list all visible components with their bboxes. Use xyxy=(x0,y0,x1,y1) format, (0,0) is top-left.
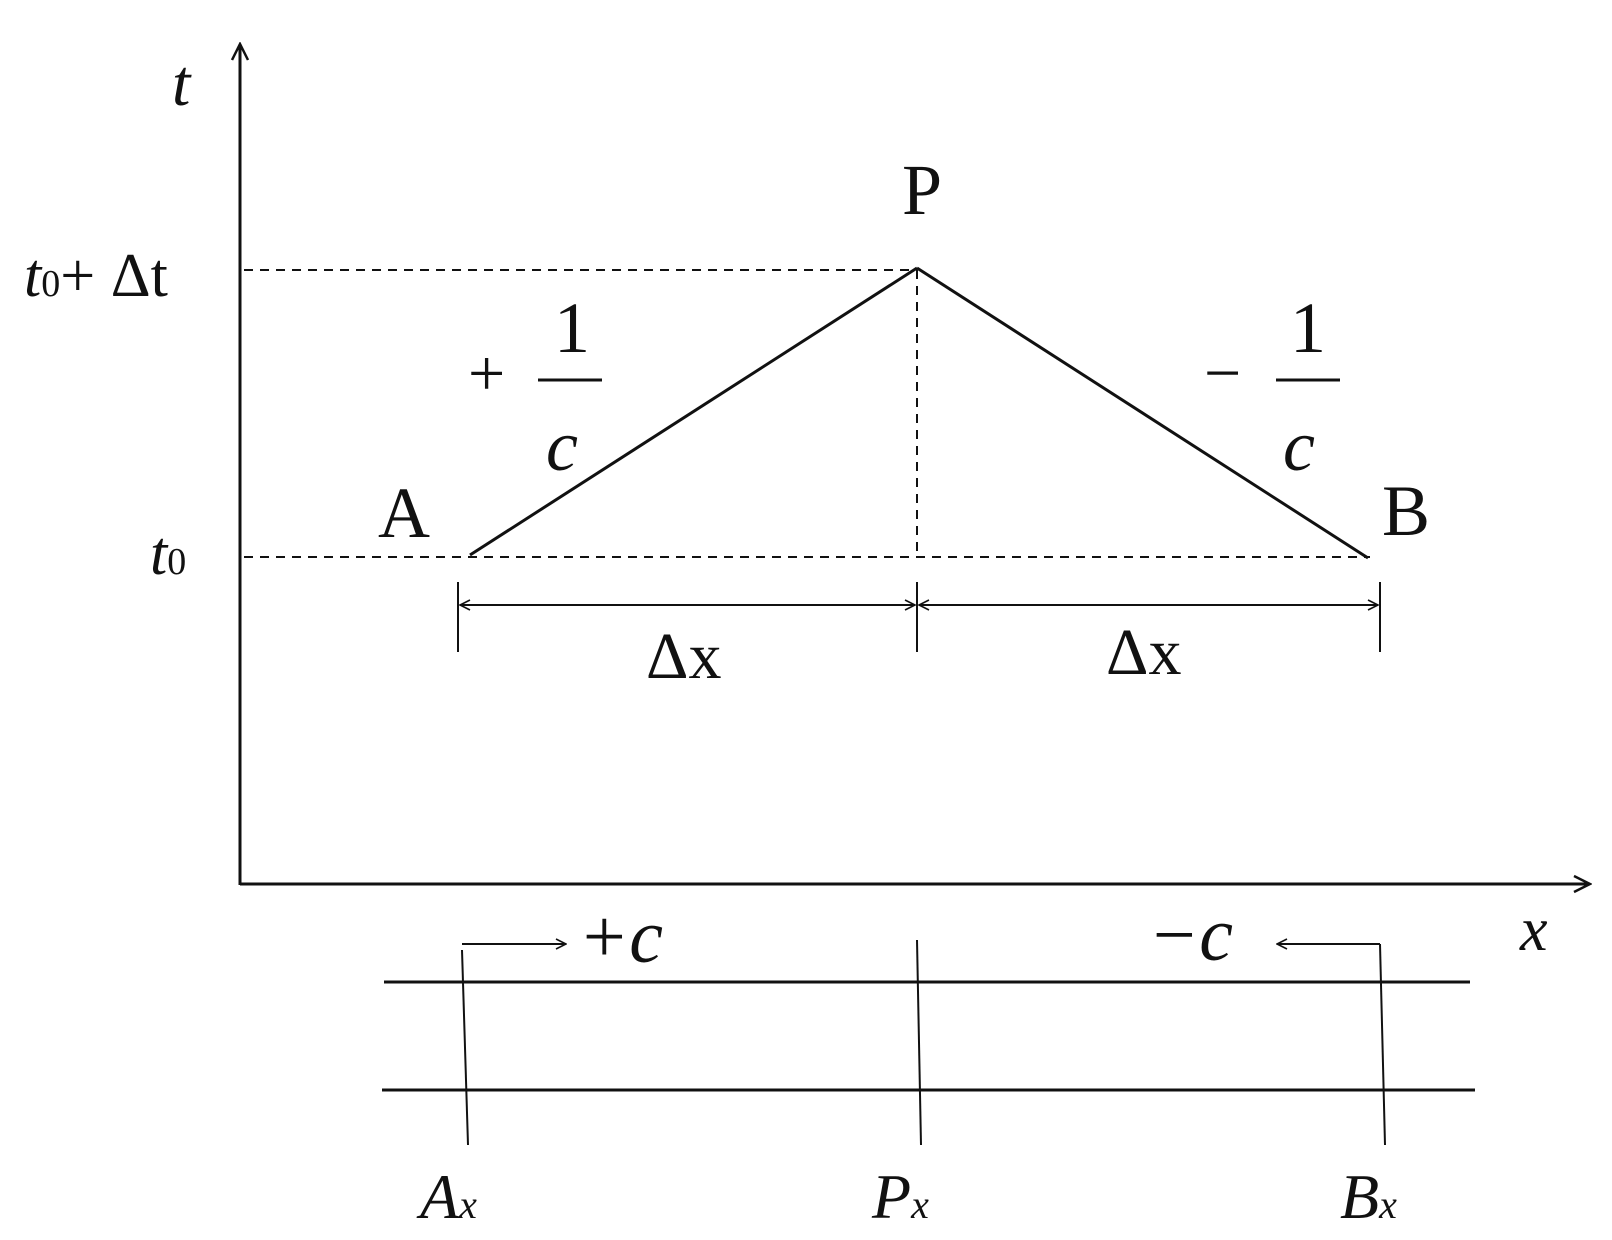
right-slope-sign: − xyxy=(1204,337,1241,410)
ax-label-sub: x xyxy=(458,1182,477,1227)
bx-label-sub: x xyxy=(1378,1182,1397,1227)
upper-level-subscript: 0 xyxy=(41,263,60,305)
left-slope-numerator: 1 xyxy=(554,288,590,368)
lower-level-t: t xyxy=(150,520,169,588)
negative-characteristic-line xyxy=(916,266,1369,560)
x-axis-label: x xyxy=(1519,896,1548,964)
forward-wave-label: +c xyxy=(578,895,663,979)
point-p-label: P xyxy=(902,150,942,230)
lower-level-label: t0 xyxy=(150,520,186,588)
px-label: Px xyxy=(871,1161,929,1232)
positive-characteristic-line xyxy=(469,266,918,557)
ax-label: Ax xyxy=(416,1161,477,1232)
right-slope-numerator: 1 xyxy=(1290,288,1326,368)
right-spacing-text: Δx xyxy=(1106,616,1181,689)
left-spacing-text: Δx xyxy=(646,620,721,693)
t-axis-label: t xyxy=(172,47,192,120)
lower-level-subscript: 0 xyxy=(167,541,186,583)
bx-label-main: B xyxy=(1340,1161,1379,1232)
backward-wave-label: −c xyxy=(1148,893,1233,977)
left-spacing-label: Δx xyxy=(646,620,721,693)
point-b-label: B xyxy=(1382,471,1430,551)
px-label-sub: x xyxy=(910,1182,929,1227)
ax-marker-line xyxy=(461,949,469,1146)
left-slope-denominator: c xyxy=(546,406,578,486)
bx-label: Bx xyxy=(1340,1161,1397,1232)
upper-level-increment: + Δt xyxy=(60,242,168,310)
right-spacing-label: Δx xyxy=(1106,616,1181,689)
px-label-main: P xyxy=(871,1161,911,1232)
ax-label-main: A xyxy=(416,1161,460,1232)
px-marker-line xyxy=(916,939,922,1146)
left-slope-sign: + xyxy=(468,337,505,410)
right-slope-denominator: c xyxy=(1283,406,1315,486)
bx-marker-line xyxy=(1379,943,1386,1146)
upper-level-t: t xyxy=(24,242,43,310)
point-a-label: A xyxy=(378,473,430,553)
upper-level-label: t0+ Δt xyxy=(24,242,168,310)
